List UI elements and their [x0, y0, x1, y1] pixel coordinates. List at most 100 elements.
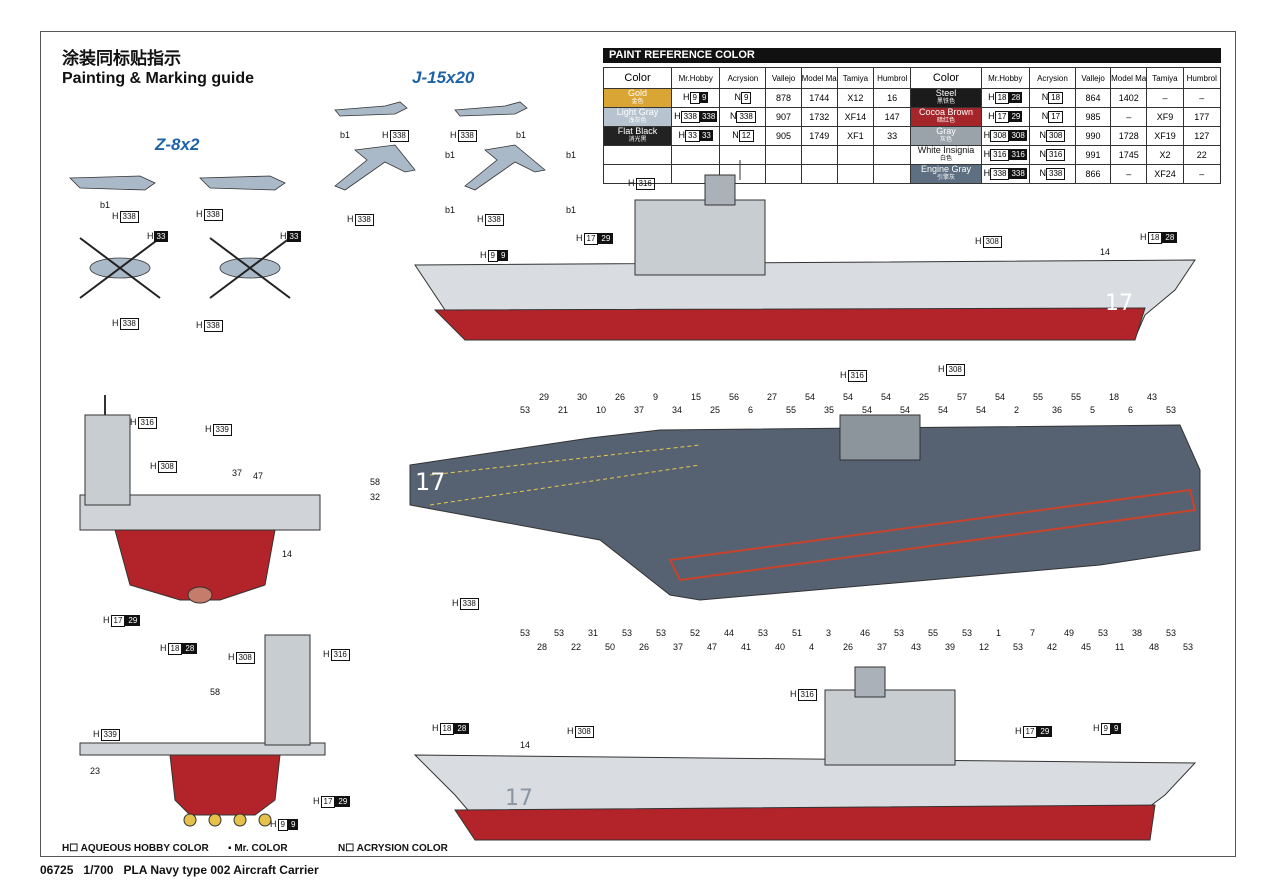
deck-callout-top: 53 [520, 405, 531, 415]
deck-callout-bottom: 45 [1081, 642, 1092, 652]
z8-label: Z-8x2 [155, 135, 200, 154]
deck-callout-bottom: 53 [622, 628, 633, 638]
deck-callout-bottom: 4 [809, 642, 815, 652]
guide-frame [40, 31, 1236, 857]
paint-col-header: Acrysion [1028, 67, 1077, 89]
deck-callout-bottom: 38 [1132, 628, 1143, 638]
deck-callout-top: 54 [805, 392, 816, 402]
deck-callout-bottom: 48 [1149, 642, 1160, 652]
mrhobby-box: 338 [699, 111, 718, 122]
deck-callout-bottom: 53 [894, 628, 905, 638]
paint-col-header: Mr.Hobby [980, 67, 1030, 89]
deck-callout-bottom: 53 [1013, 642, 1024, 652]
deck-callout-top: 54 [938, 405, 949, 415]
deck-callout-top: 2 [1014, 405, 1020, 415]
deck-callout-bottom: 53 [962, 628, 973, 638]
deck-callout-top: 25 [710, 405, 721, 415]
paint-tamiya-cell: XF14 [836, 107, 875, 127]
paint-vallejo-cell: 878 [765, 88, 802, 108]
deck-callout-top: 29 [539, 392, 550, 402]
hull-number-deck: 17 [415, 468, 446, 496]
paint-tamiya-cell: XF1 [836, 126, 875, 146]
mrhobby-code: 9 [689, 92, 700, 104]
paint-vallejo-cell: 864 [1074, 88, 1112, 108]
mrhobby-code: 338 [680, 111, 700, 123]
mrhobby-code: 17 [994, 111, 1010, 123]
deck-callout-bottom: 55 [928, 628, 939, 638]
deck-callout-top: 54 [995, 392, 1006, 402]
legend-aqueous: H☐ AQUEOUS HOBBY COLOR [62, 843, 209, 854]
paint-modelmaster-cell: – [1110, 107, 1148, 127]
z8-code-b1: b1 [100, 200, 111, 210]
deck-callout-top: 56 [729, 392, 740, 402]
hull-number-top: 17 [1105, 291, 1133, 316]
deck-callout-top: 9 [653, 392, 659, 402]
front-callout-37: 37 [232, 468, 243, 478]
deck-callout-top: 54 [862, 405, 873, 415]
deck-callout-bottom: 40 [775, 642, 786, 652]
deck-callout-bottom: 47 [707, 642, 718, 652]
deck-plan: 17 [409, 414, 1201, 601]
deck-callout-top: 6 [1128, 405, 1134, 415]
paint-modelmaster-cell: 1744 [800, 88, 838, 108]
deck-callout-top: 55 [1071, 392, 1082, 402]
paint-col-header: Model Master [1110, 67, 1148, 89]
title-chinese: 涂装同标贴指示 [62, 49, 181, 69]
paint-color-name: Gray [936, 126, 956, 136]
paint-color-zh: 暗红色 [936, 118, 955, 124]
deck-callout-top: 55 [786, 405, 797, 415]
deck-callout-top: 21 [558, 405, 569, 415]
paint-vallejo-cell: 905 [765, 126, 802, 146]
paint-color-name: Steel [935, 88, 957, 98]
deck-callout-top: 54 [976, 405, 987, 415]
deck-callout-bottom: 46 [860, 628, 871, 638]
deck-callout-bottom: 53 [1183, 642, 1194, 652]
acrysion-code: 12 [738, 130, 754, 142]
ship-rear-view [79, 634, 326, 827]
deck-callout-top: 34 [672, 405, 683, 415]
legend-mr-color: ▪ Mr. COLOR [228, 843, 288, 854]
code-b1-f: b1 [566, 205, 577, 215]
ship-front-view [79, 395, 321, 604]
deck-callout-top: 5 [1090, 405, 1096, 415]
deck-callout-bottom: 50 [605, 642, 616, 652]
paint-humbrol-cell: 127 [1182, 126, 1222, 146]
paint-color-name: White Insignia [917, 145, 975, 155]
mrhobby-box: 28 [1009, 92, 1023, 103]
deck-callout-top: 35 [824, 405, 835, 415]
deck-callout-bottom: 44 [724, 628, 735, 638]
mrhobby-code: 308 [990, 130, 1010, 142]
deck-callout-bottom: 12 [979, 642, 990, 652]
mrhobby-box: 33 [699, 130, 713, 141]
deck-callout-bottom: 11 [1115, 642, 1125, 652]
paint-tamiya-cell: X12 [836, 88, 875, 108]
acrysion-code: 17 [1048, 111, 1064, 123]
deck-callout-bottom: 53 [1098, 628, 1109, 638]
